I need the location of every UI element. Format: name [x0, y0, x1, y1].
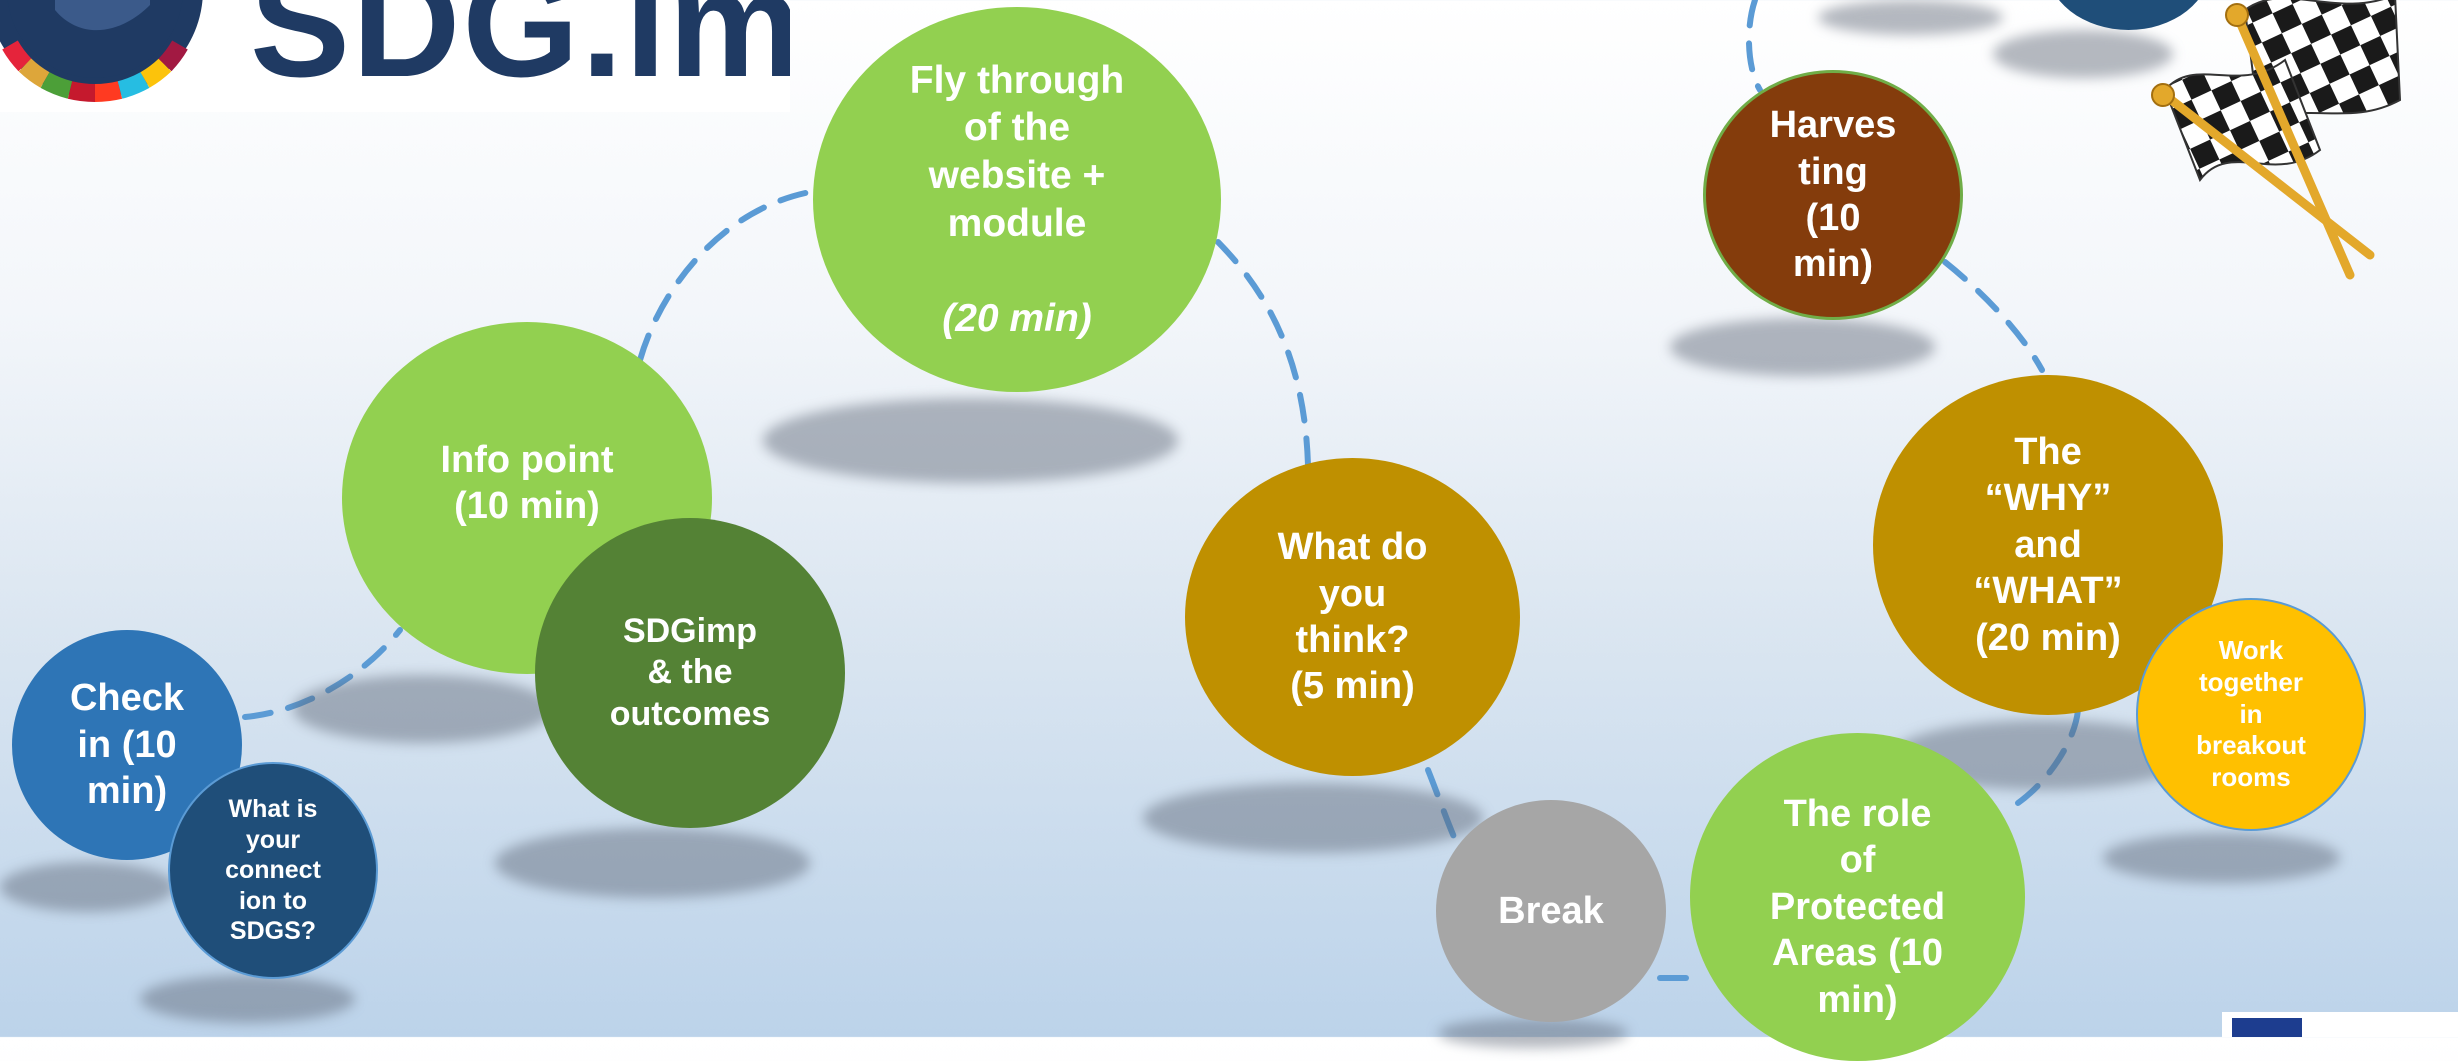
- agenda-node-label: What do you think? (5 min): [1277, 526, 1428, 708]
- node-shadow: [1818, 0, 2003, 35]
- agenda-node-label: Check in (10 min): [69, 677, 185, 813]
- agenda-node-label: Harves ting (10 min): [1769, 104, 1897, 286]
- agenda-node-break: Break: [1436, 800, 1666, 1022]
- node-shadow: [1670, 318, 1935, 376]
- node-shadow: [1438, 1018, 1628, 1048]
- agenda-node-label: Work together in breakout rooms: [2196, 635, 2306, 793]
- agenda-node-label: Fly through of the website + module: [909, 58, 1125, 245]
- node-shadow: [1143, 783, 1483, 853]
- logo-wordmark: SDG.imp: [250, 0, 790, 108]
- agenda-node-label: Break: [1498, 889, 1604, 932]
- agenda-node-work-together: Work together in breakout rooms: [2136, 598, 2366, 831]
- node-shadow: [1993, 30, 2173, 78]
- node-shadow: [2103, 833, 2340, 883]
- agenda-node-label: What is your connect ion to SDGS?: [225, 795, 321, 946]
- agenda-node-label: Info point (10 min): [440, 438, 614, 527]
- eu-flag-icon: [2232, 1018, 2302, 1037]
- sdgimp-logo: SDG.imp: [0, 0, 790, 112]
- agenda-node-what-do-you-think: What do you think? (5 min): [1185, 458, 1520, 776]
- node-shadow: [293, 675, 553, 743]
- agenda-node-protected-areas: The role of Protected Areas (10 min): [1690, 733, 2025, 1061]
- checkered-flag-icon: [2151, 0, 2402, 280]
- agenda-node-duration: (20 min): [942, 296, 1092, 340]
- node-shadow: [0, 862, 175, 912]
- node-shadow: [763, 398, 1178, 483]
- node-shadow: [140, 975, 355, 1023]
- agenda-node-fly-through: Fly through of the website + module (20 …: [813, 7, 1221, 392]
- node-shadow: [495, 828, 810, 898]
- agenda-node-harvesting: Harves ting (10 min): [1703, 70, 1963, 320]
- agenda-node-label: The “WHY” and “WHAT” (20 min): [1973, 431, 2123, 659]
- agenda-node-sdgimp-outcomes: SDGimp & the outcomes: [535, 518, 845, 828]
- agenda-connector-path: [242, 0, 2081, 981]
- agenda-node-label: SDGimp & the outcomes: [609, 611, 771, 733]
- agenda-node-connection-question: What is your connect ion to SDGS?: [168, 762, 378, 979]
- sdg-wheel-logo: [0, 0, 203, 103]
- agenda-node-label: The role of Protected Areas (10 min): [1769, 793, 1946, 1021]
- eu-funding-badge: [2222, 1012, 2458, 1037]
